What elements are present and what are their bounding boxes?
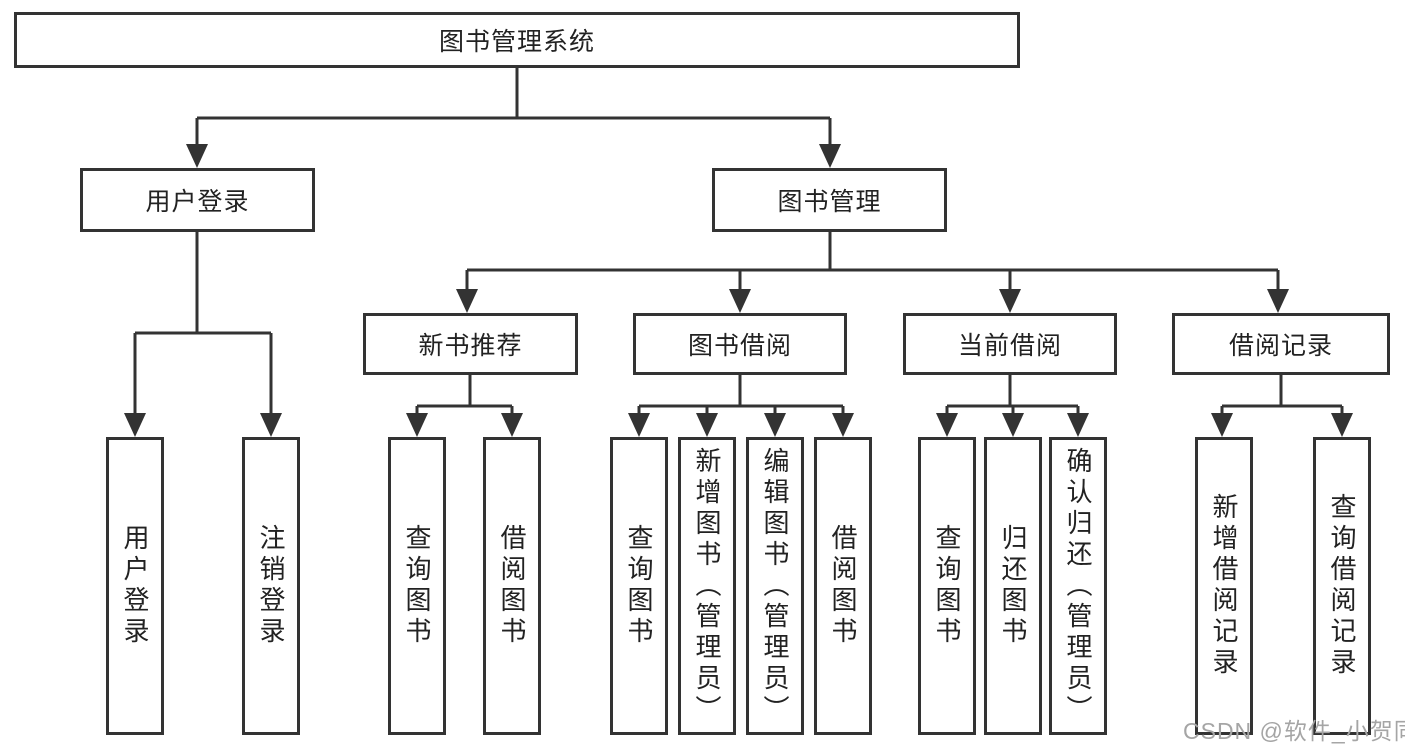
node-label: 借阅图书 — [828, 524, 858, 648]
leaf-query-books-3: 查询图书 — [918, 437, 976, 735]
leaf-borrow-books-1: 借阅图书 — [483, 437, 541, 735]
leaf-query-books-1: 查询图书 — [388, 437, 446, 735]
node-book-borrowing: 图书借阅 — [633, 313, 847, 375]
node-book-management-branch: 图书管理 — [712, 168, 947, 232]
connector-current-to-leaves — [936, 375, 1089, 437]
leaf-logout: 注销登录 — [242, 437, 300, 735]
node-user-login-branch: 用户登录 — [80, 168, 315, 232]
node-label: 查询借阅记录 — [1327, 493, 1357, 679]
node-label: 用户登录 — [120, 524, 150, 648]
connector-records-to-leaves — [1211, 375, 1353, 437]
leaf-return-books: 归还图书 — [984, 437, 1042, 735]
node-label: 新增借阅记录 — [1209, 493, 1239, 679]
node-label: 图书管理 — [777, 188, 882, 216]
node-label: 图书管理系统 — [438, 28, 595, 56]
connector-root-to-level2 — [186, 68, 841, 168]
node-borrowing-records: 借阅记录 — [1172, 313, 1390, 375]
connector-borrow-to-leaves — [628, 375, 854, 437]
node-label: 新增图书（管理员） — [692, 446, 722, 726]
connector-bookmgmt-to-level3 — [456, 232, 1289, 313]
node-label: 编辑图书（管理员） — [760, 446, 790, 726]
node-label: 用户登录 — [145, 188, 250, 216]
node-label: 归还图书 — [998, 524, 1028, 648]
leaf-edit-books-admin: 编辑图书（管理员） — [746, 437, 804, 735]
node-label: 借阅图书 — [497, 524, 527, 648]
leaf-user-login: 用户登录 — [106, 437, 164, 735]
connector-newbooks-to-leaves — [406, 375, 523, 437]
node-label: 注销登录 — [256, 524, 286, 648]
node-label: 图书借阅 — [687, 332, 792, 360]
node-label: 查询图书 — [402, 524, 432, 648]
leaf-query-books-2: 查询图书 — [610, 437, 668, 735]
node-new-book-recommend: 新书推荐 — [363, 313, 578, 375]
leaf-query-borrow-record: 查询借阅记录 — [1313, 437, 1371, 735]
connector-userlogin-to-leaves — [124, 232, 282, 437]
node-label: 查询图书 — [624, 524, 654, 648]
leaf-add-books-admin: 新增图书（管理员） — [678, 437, 736, 735]
leaf-borrow-books-2: 借阅图书 — [814, 437, 872, 735]
node-label: 借阅记录 — [1228, 332, 1333, 360]
node-label: 确认归还（管理员） — [1063, 446, 1093, 726]
leaf-confirm-return-admin: 确认归还（管理员） — [1049, 437, 1107, 735]
node-library-system: 图书管理系统 — [14, 12, 1020, 68]
node-label: 当前借阅 — [957, 332, 1062, 360]
node-label: 新书推荐 — [418, 332, 523, 360]
leaf-add-borrow-record: 新增借阅记录 — [1195, 437, 1253, 735]
watermark: CSDN @软件_小贺同学 — [1183, 718, 1405, 744]
node-current-borrowing: 当前借阅 — [903, 313, 1117, 375]
node-label: 查询图书 — [932, 524, 962, 648]
